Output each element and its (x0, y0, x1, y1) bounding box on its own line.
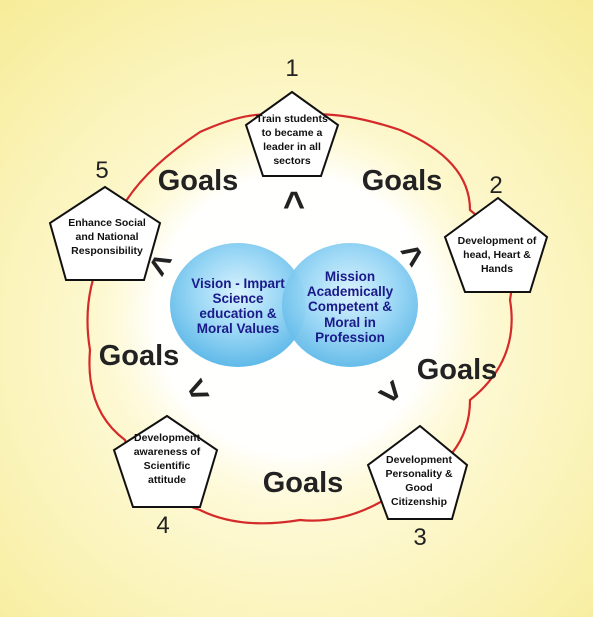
goals-label-top-right: Goals (361, 164, 443, 197)
vision-bubble (170, 243, 306, 367)
mission-bubble (282, 243, 418, 367)
node-5-number: 5 (95, 157, 109, 184)
goals-label-bottom: Goals (262, 466, 344, 499)
goals-label-top-left: Goals (157, 164, 239, 197)
pentagon-5 (48, 185, 162, 281)
pentagon-3 (366, 424, 469, 520)
pentagon-1 (244, 90, 340, 177)
arrow-chevron-up: ^ (282, 184, 306, 227)
goals-label-left: Goals (98, 339, 180, 372)
vision-text: Vision - Impart Science education & Mora… (191, 275, 285, 337)
goals-label-right: Goals (416, 353, 498, 386)
mission-text: Mission Academically Competent & Moral i… (306, 269, 394, 345)
pentagon-2 (443, 196, 549, 293)
node-1-number: 1 (285, 55, 299, 82)
node-4-text: Development awareness of Scientific atti… (133, 431, 201, 487)
node-2-text: Development of head, Heart & Hands (457, 234, 537, 276)
node-4-number: 4 (156, 512, 170, 539)
node-5-text: Enhance Social and National Responsibili… (68, 216, 146, 258)
node-2-number: 2 (489, 172, 503, 199)
pentagon-4 (112, 414, 219, 508)
node-1-text: Train students to became a leader in all… (256, 112, 328, 168)
node-3-number: 3 (413, 524, 427, 551)
node-3-text: Development Personality & Good Citizensh… (385, 453, 453, 509)
